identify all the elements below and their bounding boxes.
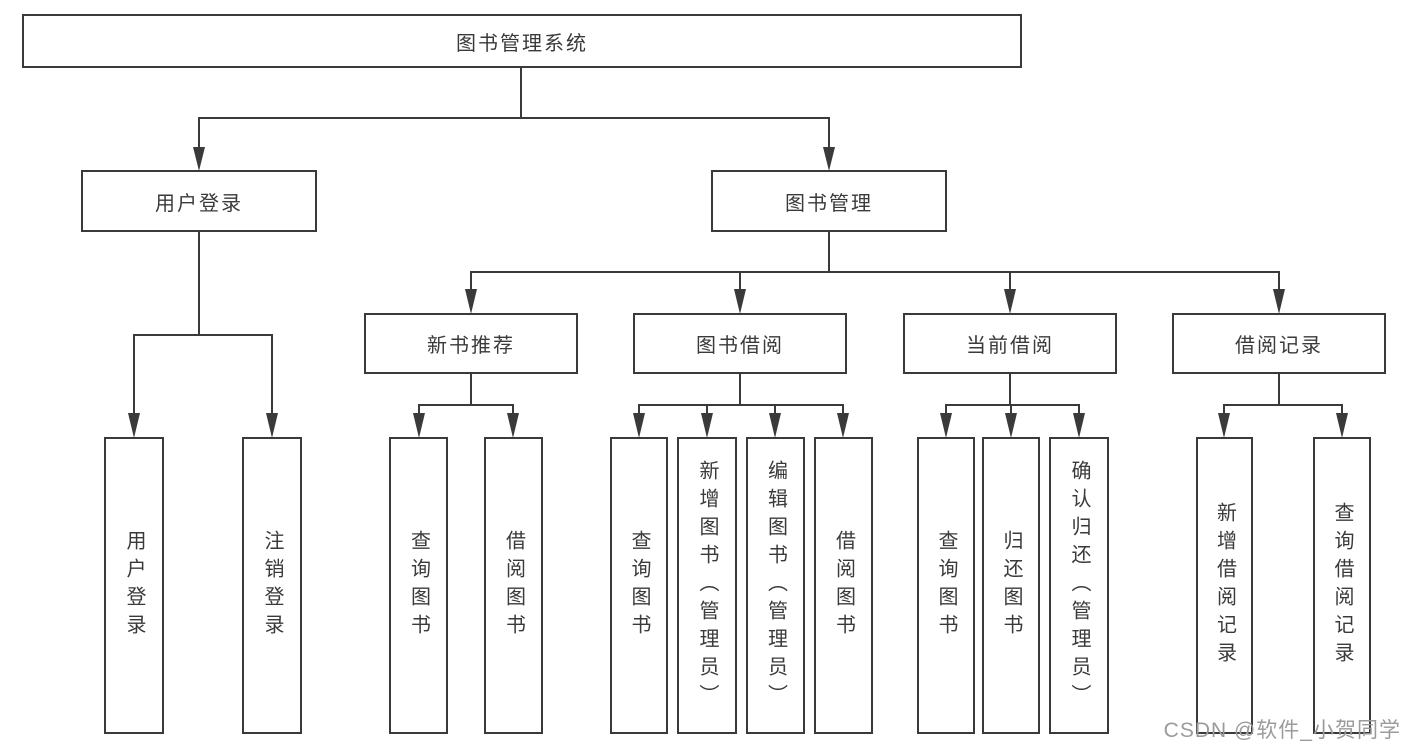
arrowhead-icons xyxy=(128,147,1348,438)
connector-segments xyxy=(133,67,1343,420)
node-user-login: 用户登录 xyxy=(81,170,317,232)
leaf-query-books-recommend-label: 查询图书 xyxy=(407,529,430,642)
leaf-query-borrow-record: 查询借阅记录 xyxy=(1313,437,1371,734)
leaf-query-books-borrowing-label: 查询图书 xyxy=(628,529,650,642)
leaf-borrow-books-recommend-label: 借阅图书 xyxy=(502,529,525,642)
leaf-query-books-current: 查询图书 xyxy=(917,437,975,734)
leaf-add-books-admin: 新增图书（管理员） xyxy=(677,437,737,734)
leaf-add-borrow-record: 新增借阅记录 xyxy=(1196,437,1253,734)
leaf-add-books-admin-label: 新增图书（管理员） xyxy=(696,459,718,712)
node-new-book-recommend: 新书推荐 xyxy=(364,313,578,374)
node-root: 图书管理系统 xyxy=(22,14,1022,68)
leaf-user-login-label: 用户登录 xyxy=(123,529,145,642)
watermark: CSDN @软件_小贺同学 xyxy=(1163,719,1401,742)
leaf-query-books-current-label: 查询图书 xyxy=(935,529,957,642)
node-book-borrowing: 图书借阅 xyxy=(633,313,847,374)
leaf-edit-books-admin: 编辑图书（管理员） xyxy=(746,437,805,734)
leaf-add-borrow-record-label: 新增借阅记录 xyxy=(1213,501,1236,670)
leaf-return-books-label: 归还图书 xyxy=(1000,529,1022,642)
leaf-logout-label: 注销登录 xyxy=(261,529,283,642)
leaf-edit-books-admin-label: 编辑图书（管理员） xyxy=(764,459,787,712)
node-book-management: 图书管理 xyxy=(711,170,947,232)
leaf-borrow-books-label: 借阅图书 xyxy=(832,529,855,642)
leaf-return-books: 归还图书 xyxy=(982,437,1040,734)
leaf-user-login: 用户登录 xyxy=(104,437,164,734)
leaf-logout: 注销登录 xyxy=(242,437,302,734)
leaf-confirm-return-admin-label: 确认归还（管理员） xyxy=(1068,459,1090,712)
node-current-borrowing: 当前借阅 xyxy=(903,313,1117,374)
leaf-query-books-recommend: 查询图书 xyxy=(389,437,448,734)
node-borrowing-records: 借阅记录 xyxy=(1172,313,1386,374)
leaf-query-books-borrowing: 查询图书 xyxy=(610,437,668,734)
leaf-borrow-books: 借阅图书 xyxy=(814,437,873,734)
leaf-confirm-return-admin: 确认归还（管理员） xyxy=(1049,437,1109,734)
leaf-query-borrow-record-label: 查询借阅记录 xyxy=(1331,501,1353,670)
leaf-borrow-books-recommend: 借阅图书 xyxy=(484,437,543,734)
